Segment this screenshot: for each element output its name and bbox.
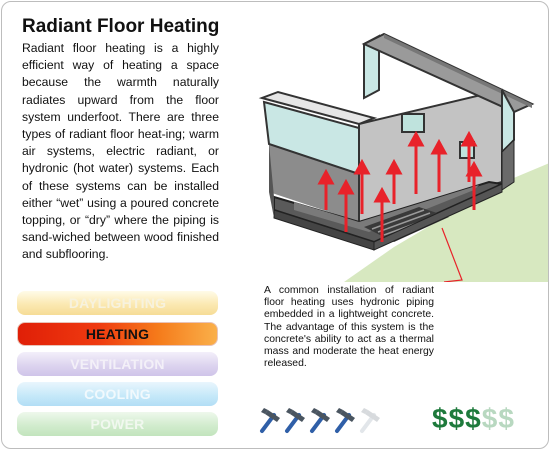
dollar-icon: $ bbox=[498, 403, 514, 434]
radiant-floor-illustration bbox=[258, 32, 548, 282]
difficulty-rating bbox=[258, 406, 382, 434]
dollar-icon: $ bbox=[432, 403, 448, 434]
tab-heating[interactable]: HEATING bbox=[17, 322, 218, 346]
dollar-icon: $ bbox=[448, 403, 465, 434]
page-title: Radiant Floor Heating bbox=[22, 16, 220, 37]
hammer-icon bbox=[260, 408, 280, 433]
tab-ventilation[interactable]: VENTILATION bbox=[17, 352, 218, 376]
illustration-caption: A common installation of radiant floor h… bbox=[264, 285, 434, 370]
hammer-icon bbox=[310, 408, 330, 433]
heat-arrows bbox=[317, 130, 483, 242]
description-text: Radiant floor heating is a highly effici… bbox=[22, 41, 219, 262]
tab-cooling[interactable]: COOLING bbox=[17, 382, 218, 406]
tab-daylighting[interactable]: DAYLIGHTING bbox=[17, 291, 218, 315]
tab-power[interactable]: POWER bbox=[17, 412, 218, 436]
dollar-icon: $ bbox=[481, 403, 498, 434]
hammer-icon bbox=[335, 408, 355, 433]
hammer-icon bbox=[360, 408, 380, 433]
dollar-icon: $ bbox=[465, 403, 481, 434]
cost-rating: $$$$$ bbox=[432, 404, 514, 434]
hammer-icon bbox=[285, 408, 305, 433]
